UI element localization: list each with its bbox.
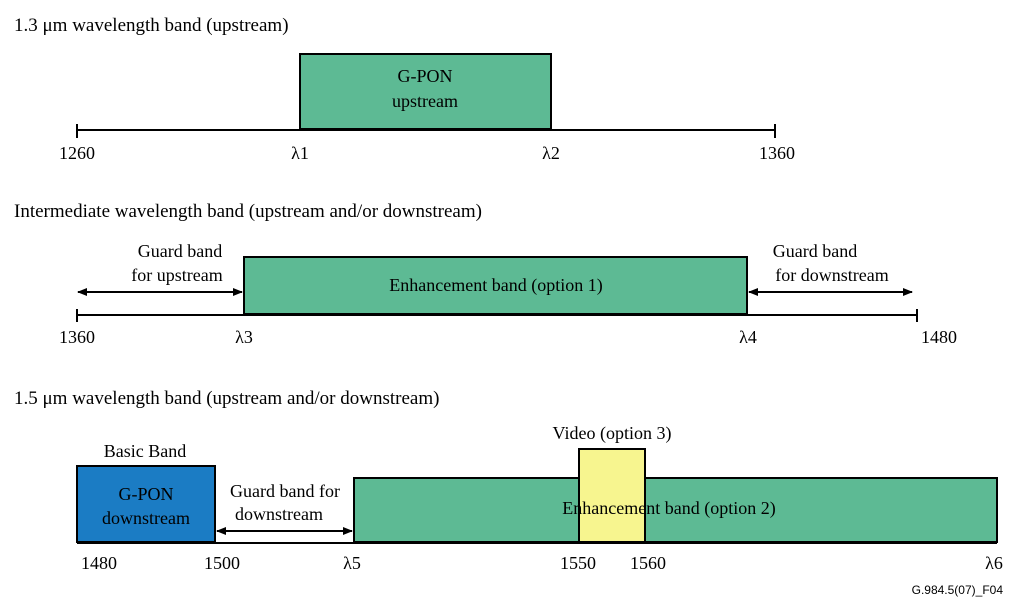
- guard-downstream-label-line2: for downstream: [775, 265, 888, 285]
- section3-tick-label-lambda5: λ5: [343, 553, 361, 573]
- gpon-downstream-label-line2: downstream: [102, 508, 190, 528]
- enhancement-band-option1-label: Enhancement band (option 1): [389, 275, 602, 296]
- figure-id: G.984.5(07)_F04: [912, 583, 1004, 597]
- section2-tick-label-1360: 1360: [59, 327, 95, 347]
- gpon-upstream-label-line1: G-PON: [397, 66, 452, 86]
- section3-tick-label-1550: 1550: [560, 553, 596, 573]
- gpon-downstream-label-line1: G-PON: [118, 484, 173, 504]
- guard-upstream-label-line1: Guard band: [138, 241, 222, 261]
- video-band-option3: [578, 448, 646, 543]
- section3-tick-label-1560: 1560: [630, 553, 666, 573]
- section1-tick-label-1260: 1260: [59, 143, 95, 163]
- section3-tick-label-1500: 1500: [204, 553, 240, 573]
- enhancement-band-option2-label: Enhancement band (option 2): [562, 498, 775, 519]
- section2-tick-label-1480: 1480: [921, 327, 957, 347]
- gpon-downstream-band: [76, 465, 216, 543]
- section1-tick-label-lambda2: λ2: [542, 143, 560, 163]
- section1-tick-label-1360: 1360: [759, 143, 795, 163]
- guard-downstream2-label-line2: downstream: [235, 504, 323, 524]
- guard-downstream-label-line1: Guard band: [773, 241, 857, 261]
- section2-title: Intermediate wavelength band (upstream a…: [14, 201, 482, 222]
- video-band-label: Video (option 3): [553, 423, 672, 444]
- enhancement-band-option1: [243, 256, 748, 315]
- section1-title: 1.3 μm wavelength band (upstream): [14, 15, 289, 36]
- guard-upstream-label-line2: for upstream: [131, 265, 222, 285]
- basic-band-label: Basic Band: [104, 441, 187, 461]
- section2-tick-label-lambda4: λ4: [739, 327, 757, 347]
- gpon-upstream-label-line2: upstream: [392, 91, 458, 111]
- guard-downstream2-label-line1: Guard band for: [230, 481, 340, 501]
- section3-title: 1.5 μm wavelength band (upstream and/or …: [14, 388, 439, 409]
- section3-tick-label-1480: 1480: [81, 553, 117, 573]
- section1-tick-label-lambda1: λ1: [291, 143, 309, 163]
- gpon-upstream-band: [299, 53, 552, 130]
- section2-tick-label-lambda3: λ3: [235, 327, 253, 347]
- section3-tick-label-lambda6: λ6: [985, 553, 1003, 573]
